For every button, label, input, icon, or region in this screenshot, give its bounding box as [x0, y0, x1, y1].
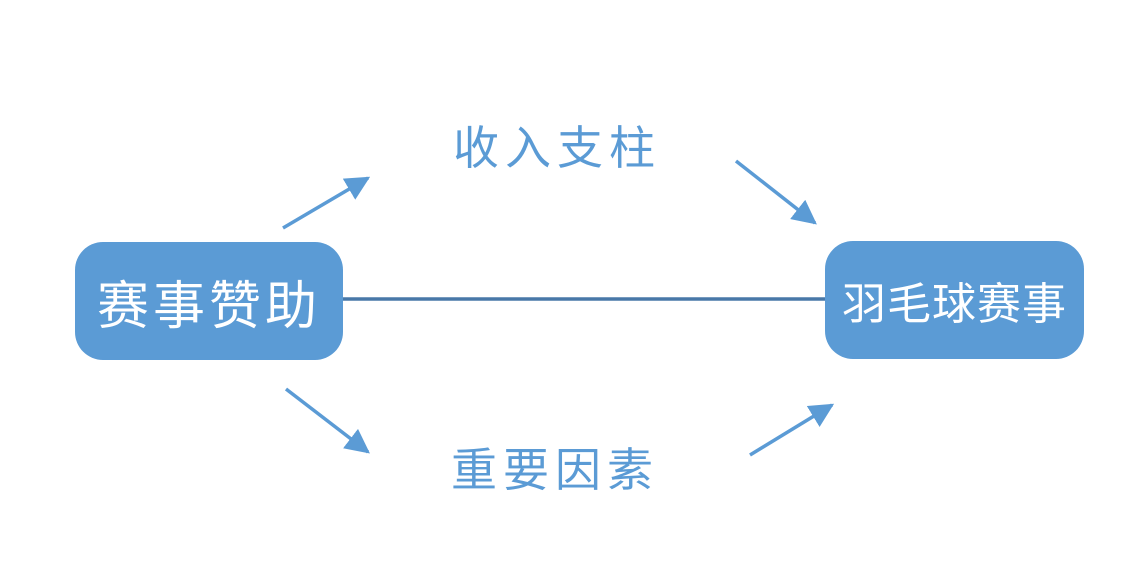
arrow-top-left	[282, 176, 371, 230]
arrow-bottom-right	[749, 403, 835, 457]
node-badminton-event: 羽毛球赛事	[825, 241, 1084, 359]
edge-label-revenue-pillar: 收入支柱	[453, 121, 661, 175]
arrow-top-right	[734, 159, 817, 225]
node-event-sponsorship: 赛事赞助	[75, 242, 343, 360]
arrow-bottom-left	[284, 387, 370, 454]
edge-label-important-factor: 重要因素	[451, 443, 659, 497]
